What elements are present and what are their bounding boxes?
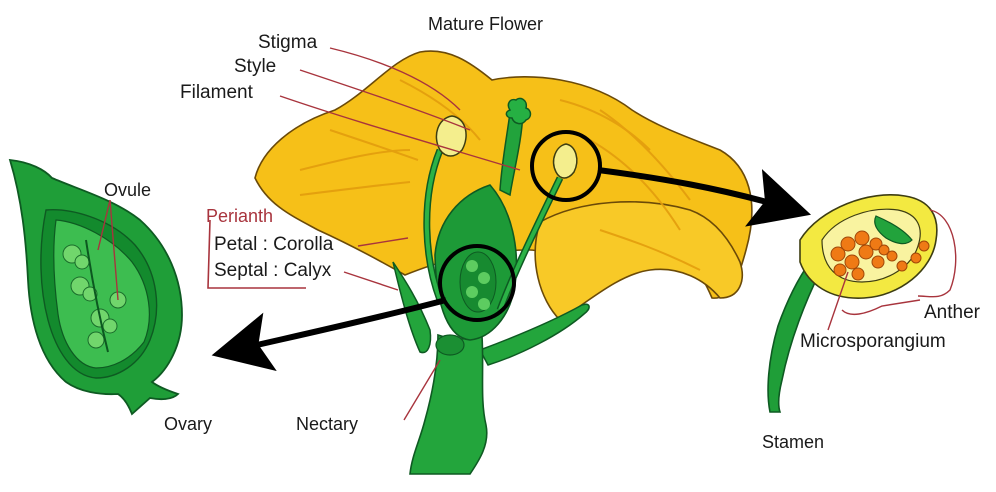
label-microsporangium: Microsporangium (800, 331, 946, 352)
ovary-internal (460, 252, 496, 312)
label-ovary: Ovary (164, 414, 212, 434)
anther-right (554, 144, 577, 178)
pedicel (410, 335, 487, 474)
label-nectary: Nectary (296, 414, 358, 434)
nectary (436, 335, 464, 355)
label-perianth: Perianth (206, 206, 273, 226)
label-style: Style (234, 56, 276, 77)
label-ovule: Ovule (104, 180, 151, 200)
label-petal: Petal : Corolla (214, 234, 334, 255)
ovule-4 (88, 332, 104, 348)
label-stamen: Stamen (762, 432, 824, 452)
leader-septal (344, 272, 398, 290)
label-stigma: Stigma (258, 32, 318, 53)
label-anther: Anther (924, 302, 981, 323)
label-mature-flower: Mature Flower (428, 14, 543, 34)
leader-anther-b (842, 300, 920, 314)
stamen-detail (768, 195, 937, 412)
ovary-detail (10, 160, 182, 414)
label-septal: Septal : Calyx (214, 260, 332, 281)
label-filament: Filament (180, 82, 254, 103)
